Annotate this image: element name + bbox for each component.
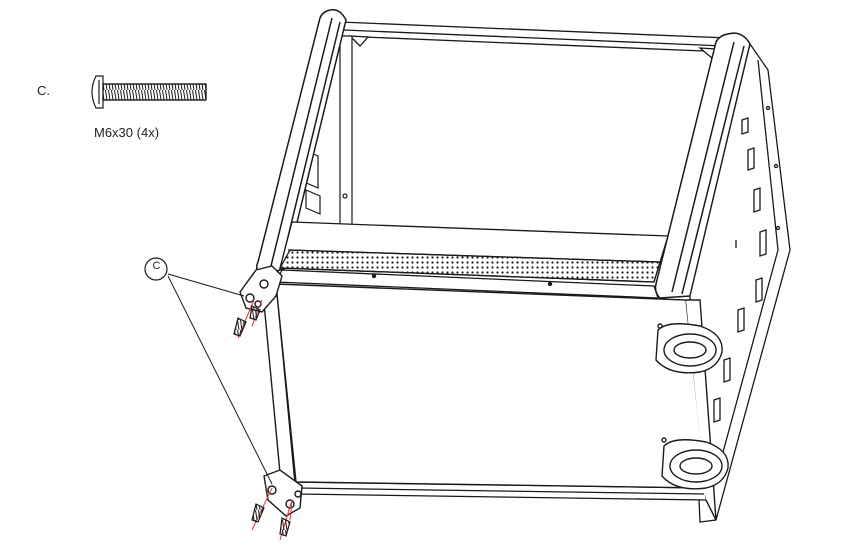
handle-lower [661,437,729,490]
handle-upper [655,323,723,374]
perforated-top-panel [274,221,669,299]
part-letter-label: C. [37,83,50,98]
callout-letter-label: C [152,260,161,272]
right-side-panel [689,42,791,523]
bolt-icon [91,75,207,109]
foot-upper-left [239,265,283,313]
rear-top-rail [339,21,729,60]
callout-circle-icon [144,257,168,281]
screws [233,299,293,541]
callout-leaders [167,273,273,485]
screw-spec-label: M6x30 (4x) [94,125,160,140]
